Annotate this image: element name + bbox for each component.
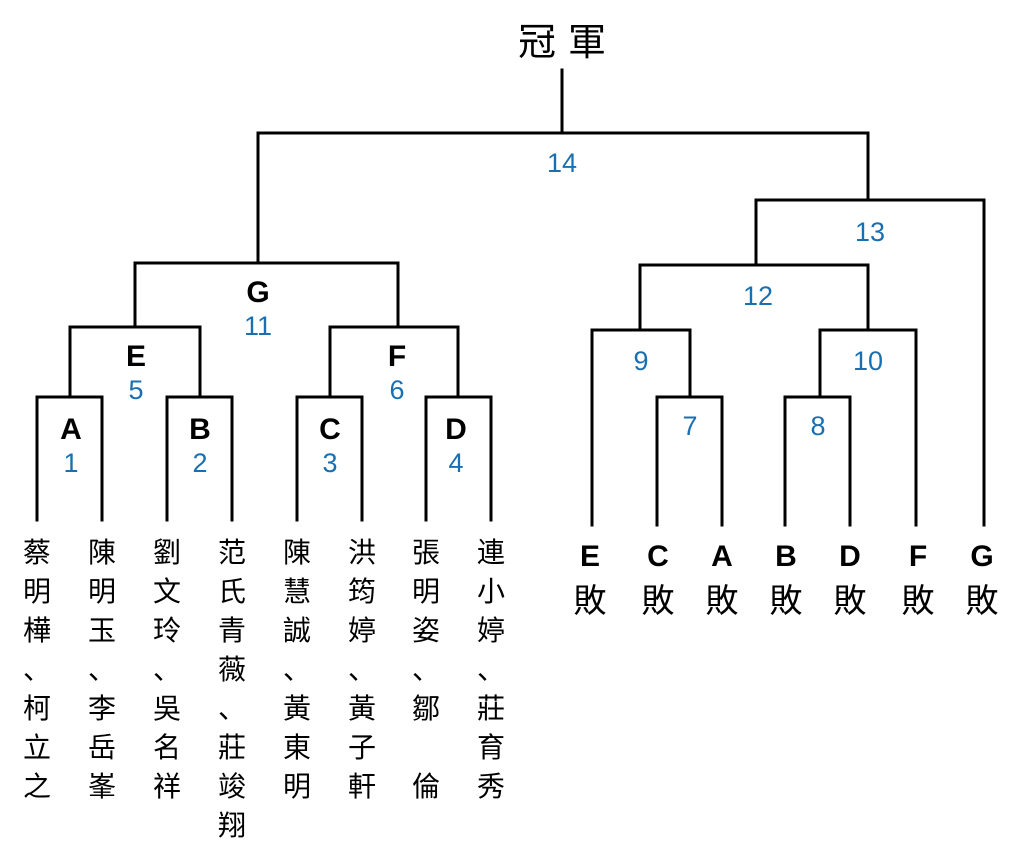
loser-letter-f: F bbox=[909, 540, 927, 573]
game-number-8: 8 bbox=[810, 411, 825, 441]
match-letter-g: G bbox=[246, 276, 269, 309]
connector-game-6 bbox=[328, 325, 460, 399]
game-number-2: 2 bbox=[192, 448, 207, 478]
match-letter-d: D bbox=[445, 413, 467, 446]
loser-letter-b: B bbox=[775, 540, 797, 573]
loser-label-c: 敗 bbox=[642, 581, 675, 620]
connector-game-1 bbox=[35, 395, 104, 522]
game-number-10: 10 bbox=[853, 346, 883, 376]
game-number-final: 14 bbox=[547, 148, 577, 178]
champion-label: 冠 軍 bbox=[518, 20, 606, 64]
connector-game-2 bbox=[165, 395, 234, 522]
loser-letter-d: D bbox=[839, 540, 861, 573]
connector-game-5 bbox=[68, 325, 202, 399]
loser-labels: E 敗 C 敗 A 敗 B 敗 D 敗 F 敗 G 敗 bbox=[574, 540, 999, 620]
team-name: 陳明玉、李岳峯 bbox=[88, 536, 116, 803]
game-number-7: 7 bbox=[682, 411, 697, 441]
match-letter-a: A bbox=[60, 413, 82, 446]
team-name: 連小婷、莊育秀 bbox=[477, 536, 505, 803]
game-number-3: 3 bbox=[322, 448, 337, 478]
connector-game-13 bbox=[754, 198, 986, 527]
loser-label-b: 敗 bbox=[770, 581, 803, 620]
game-number-11: 11 bbox=[244, 311, 272, 341]
game-number-13: 13 bbox=[855, 217, 885, 247]
match-letter-e: E bbox=[126, 340, 146, 373]
connector-game-12 bbox=[638, 263, 870, 332]
connector-game-11 bbox=[133, 261, 400, 329]
connector-game-7 bbox=[655, 395, 724, 527]
connector-game-9 bbox=[590, 328, 692, 527]
bracket-lines bbox=[35, 68, 986, 527]
final-connector bbox=[256, 131, 870, 265]
connector-game-4 bbox=[424, 395, 493, 522]
loser-label-a: 敗 bbox=[706, 581, 739, 620]
game-number-1: 1 bbox=[63, 448, 78, 478]
loser-letter-c: C bbox=[647, 540, 669, 573]
team-name: 洪筠婷、黃子軒 bbox=[348, 536, 376, 803]
loser-label-f: 敗 bbox=[902, 581, 935, 620]
game-number-4: 4 bbox=[448, 448, 463, 478]
loser-letter-a: A bbox=[711, 540, 733, 573]
loser-label-e: 敗 bbox=[574, 581, 607, 620]
team-name: 劉文玲、吳名祥 bbox=[153, 536, 181, 803]
team-names: 蔡明樺、柯立之 陳明玉、李岳峯 劉文玲、吳名祥 范氏青薇、莊竣翔 陳慧誠、黃東明… bbox=[23, 536, 505, 842]
team-name: 蔡明樺、柯立之 bbox=[23, 536, 51, 803]
match-letter-f: F bbox=[388, 340, 406, 373]
loser-label-d: 敗 bbox=[834, 581, 867, 620]
match-letter-c: C bbox=[319, 413, 341, 446]
game-number-6: 6 bbox=[389, 375, 404, 405]
loser-letter-e: E bbox=[580, 540, 600, 573]
connector-game-8 bbox=[783, 395, 852, 527]
loser-letter-g: G bbox=[970, 540, 993, 573]
game-number-9: 9 bbox=[633, 346, 648, 376]
team-name: 陳慧誠、黃東明 bbox=[283, 536, 311, 803]
game-number-5: 5 bbox=[128, 375, 143, 405]
loser-label-g: 敗 bbox=[966, 581, 999, 620]
team-name: 張明姿、鄒 倫 bbox=[412, 536, 440, 803]
match-letter-b: B bbox=[189, 413, 211, 446]
game-number-12: 12 bbox=[743, 281, 773, 311]
team-name: 范氏青薇、莊竣翔 bbox=[218, 536, 246, 842]
connector-game-3 bbox=[295, 395, 364, 522]
connector-game-10 bbox=[818, 328, 918, 527]
